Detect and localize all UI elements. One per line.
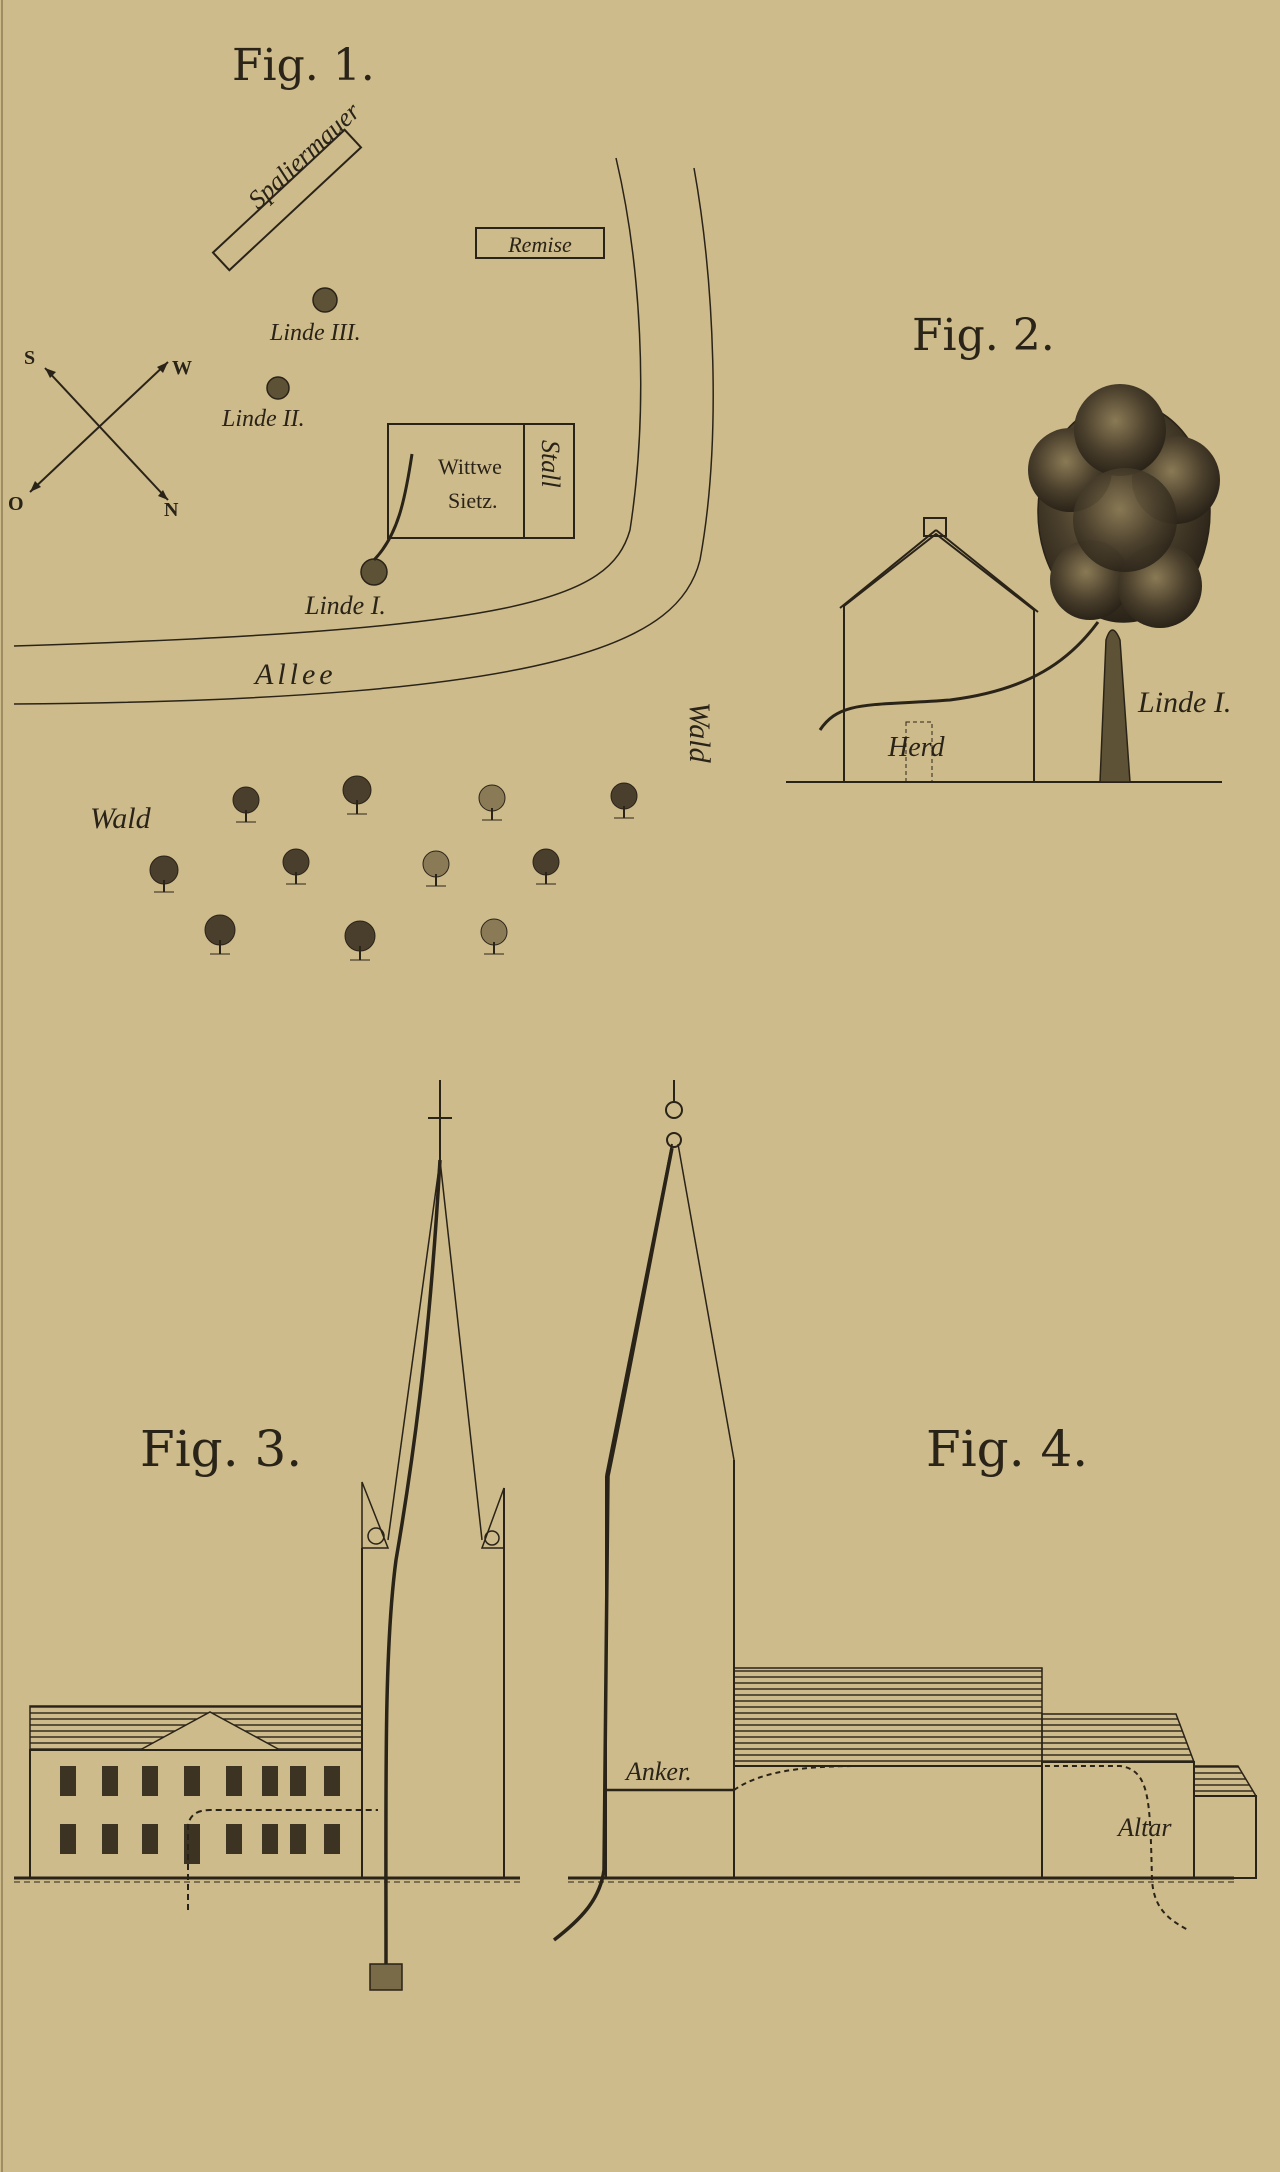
remise-label: Remise <box>507 232 572 257</box>
fig4-church-nave <box>733 1667 1258 1879</box>
forest-tree <box>149 855 179 893</box>
stall-label: Stall <box>536 440 565 488</box>
lightning-path-fig2 <box>818 621 1100 731</box>
allee-road-outer-edge <box>13 167 714 705</box>
allee-label: Allee <box>253 658 337 691</box>
linde-3-marker <box>312 287 338 313</box>
linde-2-label: Linde II. <box>221 406 305 432</box>
compass-o: O <box>8 493 24 515</box>
fig3-title: Fig. 3. <box>140 1420 302 1478</box>
fig3-building <box>29 1705 378 1910</box>
compass-n: N <box>164 499 179 521</box>
linde-3-label: Linde III. <box>269 320 361 346</box>
herd-label: Herd <box>887 732 946 763</box>
remise-building <box>475 227 605 259</box>
linde-2-marker <box>266 376 290 400</box>
anker-label: Anker. <box>624 1757 692 1786</box>
fig2-house <box>839 517 1039 783</box>
compass-w: W <box>172 357 192 379</box>
wittwe-sietz-house <box>387 423 575 539</box>
fig4-title: Fig. 4. <box>926 1420 1088 1478</box>
forest-tree <box>282 848 310 885</box>
figure-2: Fig. 2. Herd Linde I. <box>786 310 1231 783</box>
fig2-linde-tree <box>1028 384 1220 783</box>
lightning-path-fig3 <box>384 1159 442 1965</box>
forest-trees <box>149 775 638 961</box>
forest-tree <box>344 920 376 961</box>
compass-s: S <box>24 347 35 369</box>
sietz-label: Sietz. <box>448 488 498 513</box>
fig3-ground-plate <box>369 1963 403 1991</box>
forest-tree <box>204 914 236 955</box>
fig3-church-tower <box>361 1080 505 1878</box>
forest-tree <box>610 782 638 819</box>
compass-rose <box>29 361 169 501</box>
forest-tree <box>532 848 560 885</box>
allee-road-inner-edge <box>13 157 642 647</box>
forest-tree <box>232 786 260 823</box>
figure-1: Fig. 1. Spaliermauer Remise Linde III. L… <box>8 40 716 961</box>
figure-3: Fig. 3. <box>14 1080 520 1991</box>
figure-4: Fig. 4. Anker. Altar <box>552 1080 1258 1942</box>
forest-tree <box>480 918 508 955</box>
spaliermauer-wall <box>211 128 363 272</box>
wald-left-label: Wald <box>90 802 152 835</box>
wittwe-label: Wittwe <box>438 454 502 479</box>
altar-label: Altar <box>1116 1813 1172 1842</box>
linde-1-label: Linde I. <box>304 591 386 620</box>
wald-right-label: Wald <box>683 702 716 764</box>
forest-tree <box>478 784 506 821</box>
fig4-dashed-path <box>733 1765 1189 1931</box>
fig1-title: Fig. 1. <box>232 40 375 91</box>
fig2-title: Fig. 2. <box>912 310 1055 361</box>
linde-1-marker <box>360 558 388 586</box>
spaliermauer-label: Spaliermauer <box>242 96 366 214</box>
forest-tree <box>342 775 372 815</box>
fig2-linde-label: Linde I. <box>1137 686 1231 719</box>
lightning-path-fig1 <box>372 453 414 562</box>
forest-tree <box>422 850 450 887</box>
lightning-path-fig4 <box>552 1147 674 1942</box>
